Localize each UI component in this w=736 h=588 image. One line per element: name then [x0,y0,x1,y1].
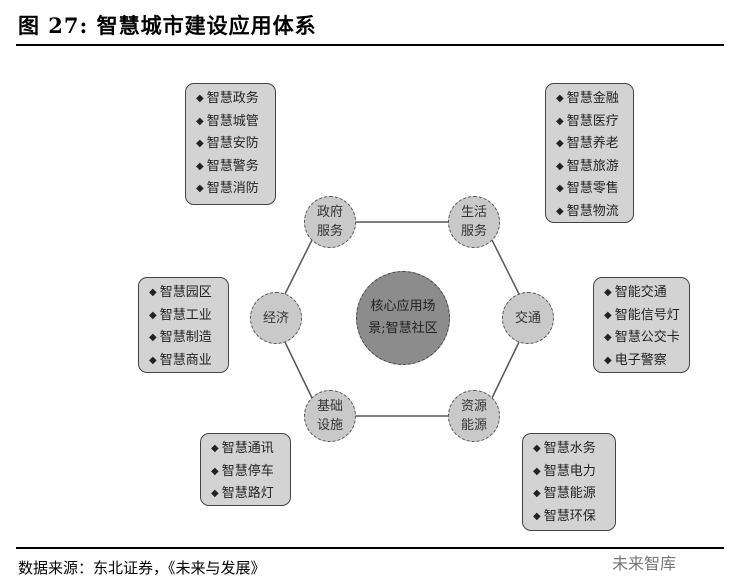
list-item: 智慧警务 [196,156,275,179]
list-item: 智慧消防 [196,178,275,201]
center-node: 核心应用场景;智慧社区 [356,271,450,365]
node-energy: 资源能源 [448,390,500,442]
edge-infra-econ [283,339,313,399]
node-traffic: 交通 [502,292,554,344]
list-item: 智慧政务 [196,88,275,111]
source-note: 数据来源：东北证券，《未来与发展》 [18,559,266,577]
list-item: 智慧旅游 [556,156,633,179]
list-item: 智慧金融 [556,88,633,111]
list-item: 智慧通讯 [211,438,290,461]
list-item: 智慧城管 [196,111,275,134]
list-item: 智慧园区 [149,282,228,305]
list-item: 智慧安防 [196,133,275,156]
list-item: 智能交通 [604,282,689,305]
list-item: 智慧停车 [211,461,290,484]
edge-life-traffic [491,239,521,297]
box-life-services: 智慧金融 智慧医疗 智慧养老 智慧旅游 智慧零售 智慧物流 [545,83,634,223]
list-item: 智慧养老 [556,133,633,156]
list-item: 智慧环保 [533,506,615,529]
node-economy: 经济 [250,292,302,344]
list-item: 智能信号灯 [604,305,689,328]
box-gov-services: 智慧政务 智慧城管 智慧安防 智慧警务 智慧消防 [185,83,276,205]
edge-econ-gov [283,239,313,297]
box-infrastructure: 智慧通讯 智慧停车 智慧路灯 [200,433,291,506]
node-gov-services: 政府服务 [304,196,356,248]
list-item: 智慧商业 [149,350,228,373]
list-item: 智慧路灯 [211,483,290,506]
list-item: 智慧能源 [533,483,615,506]
list-item: 智慧工业 [149,305,228,328]
figure-title: 图 27: 智慧城市建设应用体系 [18,13,317,38]
node-infrastructure: 基础设施 [304,390,356,442]
list-item: 智慧零售 [556,178,633,201]
source-divider [16,547,724,549]
list-item: 智慧物流 [556,201,633,224]
list-item: 智慧医疗 [556,111,633,134]
list-item: 智慧电力 [533,461,615,484]
list-item: 电子警察 [604,350,689,373]
box-traffic: 智能交通 智能信号灯 智慧公交卡 电子警察 [593,277,690,373]
list-item: 智慧制造 [149,327,228,350]
title-divider [16,44,724,46]
watermark: 未来智库 [612,554,677,573]
box-energy: 智慧水务 智慧电力 智慧能源 智慧环保 [522,433,616,531]
edge-traffic-energy [491,339,521,399]
list-item: 智慧水务 [533,438,615,461]
node-life-services: 生活服务 [448,196,500,248]
box-economy: 智慧园区 智慧工业 智慧制造 智慧商业 [138,277,229,373]
list-item: 智慧公交卡 [604,327,689,350]
